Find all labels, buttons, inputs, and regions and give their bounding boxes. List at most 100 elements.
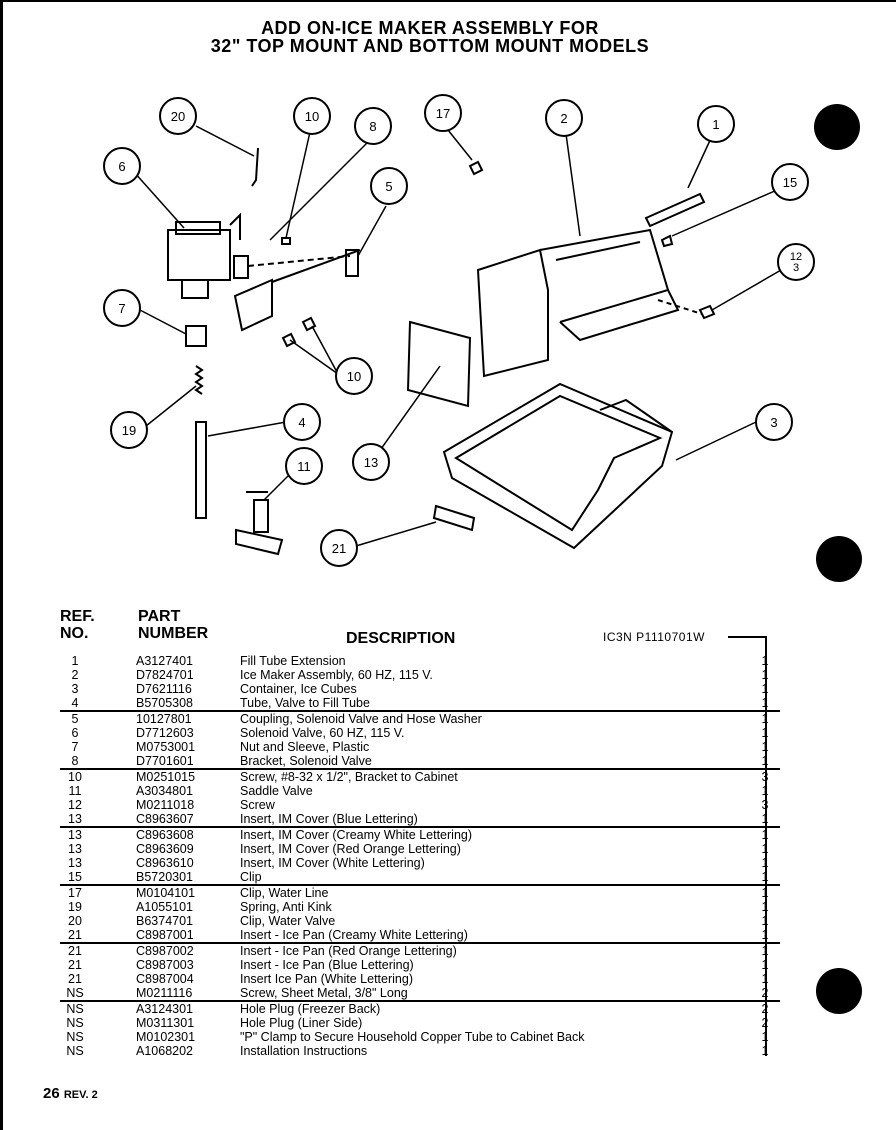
ref-number: 5 xyxy=(71,712,79,726)
callout-label: 21 xyxy=(332,541,346,556)
callout-circle xyxy=(283,403,321,441)
im-cover-insert-drawing xyxy=(406,320,472,408)
ice-maker-drawing xyxy=(476,228,716,378)
callout-circle xyxy=(110,411,148,449)
ref-number: 13 xyxy=(68,828,82,842)
callout-circle xyxy=(159,97,197,135)
ref-number: NS xyxy=(66,1016,84,1030)
part-number: A3034801 xyxy=(136,784,194,798)
tube-drawing xyxy=(195,421,207,519)
part-number: D7701601 xyxy=(136,754,194,768)
callout-label: 17 xyxy=(436,106,450,121)
description-header: DESCRIPTION xyxy=(346,630,456,647)
ref-number: 4 xyxy=(71,696,79,710)
quantity: 1 xyxy=(761,842,769,856)
solenoid-valve-drawing xyxy=(167,212,361,332)
part-description: Insert - Ice Pan (Creamy White Lettering… xyxy=(240,928,468,942)
page-footer: 26 REV. 2 xyxy=(43,1085,98,1102)
callout-circle xyxy=(424,94,462,132)
quantity: 1 xyxy=(761,1044,769,1058)
part-description: Screw xyxy=(240,798,275,812)
illustration-code: IC3N P1110701W xyxy=(603,630,705,644)
quantity: 1 xyxy=(761,682,769,696)
callout-circle xyxy=(370,167,408,205)
ref-number: NS xyxy=(66,1044,84,1058)
part-description: Tube, Valve to Fill Tube xyxy=(240,696,370,710)
binder-hole-icon xyxy=(816,536,862,582)
quantity: 1 xyxy=(761,972,769,986)
part-number: A3127401 xyxy=(136,654,194,668)
part-number: M0211116 xyxy=(136,986,193,1000)
quantity: 1 xyxy=(761,754,769,768)
callout-circle xyxy=(545,99,583,137)
part-number: C8963607 xyxy=(136,812,194,826)
part-number: B5720301 xyxy=(136,870,194,884)
part-description: Solenoid Valve, 60 HZ, 115 V. xyxy=(240,726,405,740)
quantity: 2 xyxy=(761,986,769,1000)
quantity: 1 xyxy=(761,654,769,668)
ref-number: 11 xyxy=(68,784,82,798)
binder-hole-icon xyxy=(814,104,860,150)
ref-number: 7 xyxy=(71,740,79,754)
ref-header-line-1: REF. xyxy=(60,608,95,625)
quantity: 1 xyxy=(761,812,769,826)
part-description: "P" Clamp to Secure Household Copper Tub… xyxy=(240,1030,585,1044)
ref-number: NS xyxy=(66,1030,84,1044)
ref-number: 13 xyxy=(68,842,82,856)
callout-label: 4 xyxy=(298,415,305,430)
callout-circle xyxy=(293,97,331,135)
part-description: Coupling, Solenoid Valve and Hose Washer xyxy=(240,712,482,726)
part-number: M0211018 xyxy=(136,798,195,812)
ref-number: 2 xyxy=(71,668,79,682)
part-number: B5705308 xyxy=(136,696,194,710)
callout-circle xyxy=(103,147,141,185)
quantity: 1 xyxy=(761,712,769,726)
part-number: D7824701 xyxy=(136,668,194,682)
quantity-column-rule xyxy=(765,636,767,1056)
quantity: 1 xyxy=(761,900,769,914)
ref-number: 21 xyxy=(68,972,82,986)
quantity: 1 xyxy=(761,958,769,972)
part-description: Insert - Ice Pan (Blue Lettering) xyxy=(240,958,414,972)
quantity: 2 xyxy=(761,1002,769,1016)
quantity: 1 xyxy=(761,928,769,942)
part-number: D7621116 xyxy=(136,682,192,696)
part-description: Insert, IM Cover (Red Orange Lettering) xyxy=(240,842,461,856)
part-number: M0753001 xyxy=(136,740,196,754)
part-description: Insert, IM Cover (Blue Lettering) xyxy=(240,812,418,826)
ref-number: 21 xyxy=(68,944,82,958)
exploded-parts-diagram: 20 10 8 17 2 1 6 5 15 123 7 10 13 3 19 4… xyxy=(103,94,815,567)
part-description: Saddle Valve xyxy=(240,784,313,798)
quantity: 3 xyxy=(761,770,769,784)
ref-number: 3 xyxy=(71,682,79,696)
binder-hole-icon xyxy=(816,968,862,1014)
ref-number: 1 xyxy=(71,654,79,668)
quantity: 1 xyxy=(761,668,769,682)
callout-label: 2 xyxy=(560,111,567,126)
part-number: C8987001 xyxy=(136,928,194,942)
parts-row: 13 C8963607 Insert, IM Cover (Blue Letteri… xyxy=(60,812,780,826)
callout-label: 3 xyxy=(770,415,777,430)
part-number: M0104101 xyxy=(136,886,196,900)
callout-label: 10 xyxy=(347,369,361,384)
revision-label: REV. 2 xyxy=(63,1089,98,1101)
page-title-line-1: ADD ON-ICE MAKER ASSEMBLY FOR xyxy=(261,18,599,38)
ref-number: 17 xyxy=(68,886,82,900)
quantity: 3 xyxy=(761,798,769,812)
ref-number: 13 xyxy=(68,812,82,826)
